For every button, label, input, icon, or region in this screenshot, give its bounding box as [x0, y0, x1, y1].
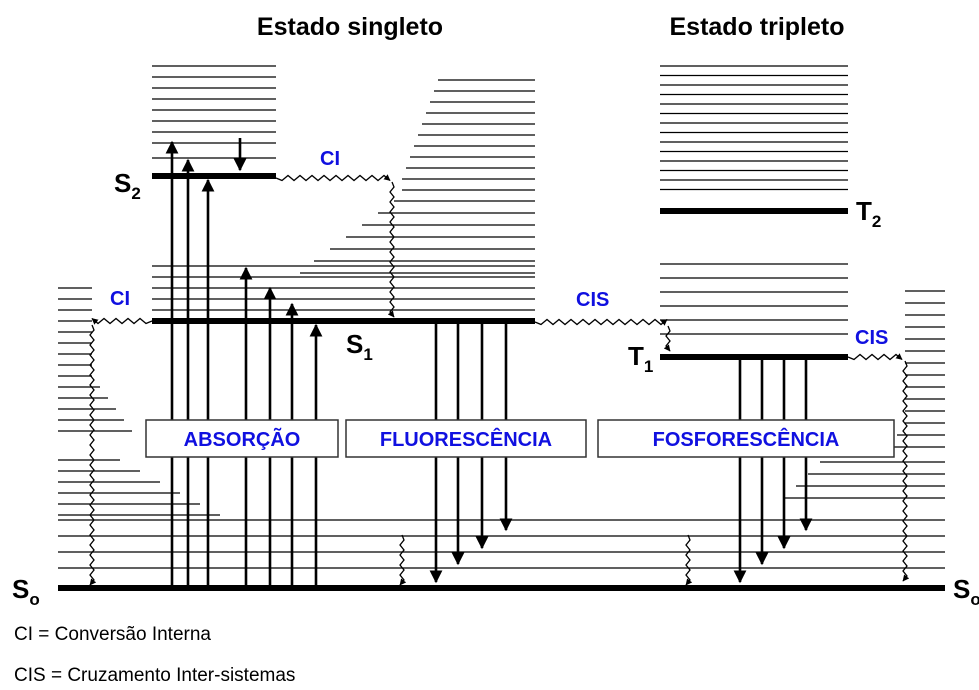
- s0-left-label: So: [12, 574, 40, 609]
- transition-labels: CI CI CIS CIS: [110, 148, 888, 349]
- wavy-vertical: [663, 325, 671, 352]
- absorption-label: ABSORÇÃO: [184, 428, 301, 451]
- phosphorescence-label: FOSFORESCÊNCIA: [653, 427, 840, 451]
- wavy-vertical: [685, 534, 693, 586]
- s2-label: S2: [114, 168, 141, 203]
- phosphorescence-box: [597, 419, 895, 458]
- wavy-horizontal: [534, 318, 668, 326]
- s0-right-label: So: [953, 574, 979, 609]
- wavy-horizontal: [275, 174, 391, 182]
- legend-cis: CIS = Cruzamento Inter-sistemas: [14, 665, 296, 686]
- wavy-vertical: [399, 534, 407, 586]
- triplet-heading: Estado tripleto: [669, 13, 844, 41]
- t1-label: T1: [628, 341, 653, 376]
- cis-right-label: CIS: [855, 327, 888, 349]
- process-boxes: ABSORÇÃO FLUORESCÊNCIA FOSFORESCÊNCIA: [145, 419, 895, 458]
- wavy-vertical: [387, 181, 395, 318]
- t2-label: T2: [856, 196, 881, 231]
- fluorescence-box: [345, 419, 587, 458]
- singlet-heading: Estado singleto: [257, 13, 443, 41]
- nonradiative-transitions: [89, 174, 910, 586]
- wavy-horizontal: [847, 353, 903, 361]
- cis-middle-label: CIS: [576, 289, 609, 311]
- fluorescence-label: FLUORESCÊNCIA: [380, 427, 552, 451]
- absorption-box: [145, 419, 339, 458]
- level-labels: S2 S1 So So T1 T2: [12, 168, 979, 609]
- s1-label: S1: [346, 329, 373, 364]
- wavy-vertical: [89, 324, 97, 586]
- wavy-vertical: [902, 360, 910, 582]
- ci-top-label: CI: [320, 148, 340, 170]
- ci-left-label: CI: [110, 288, 130, 310]
- wavy-horizontal: [91, 317, 153, 325]
- electronic-levels: [58, 173, 945, 591]
- legend-ci: CI = Conversão Interna: [14, 624, 211, 645]
- vibrational-sublevels: [58, 65, 945, 569]
